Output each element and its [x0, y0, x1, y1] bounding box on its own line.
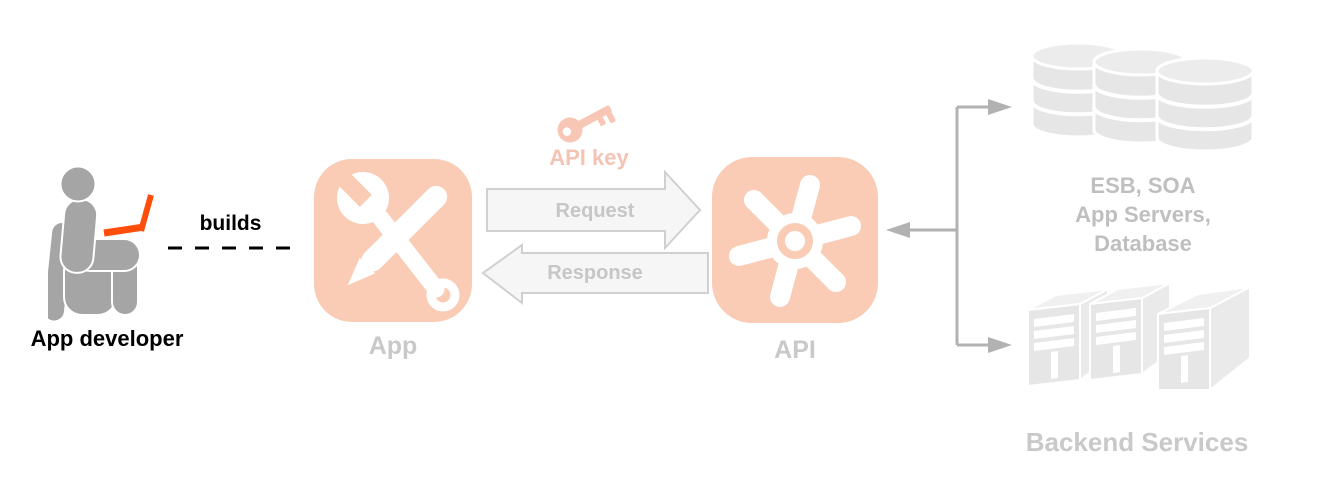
pencil-glyph: [347, 185, 448, 286]
app-developer-label: App developer: [30, 326, 184, 351]
app-icon-card: [314, 159, 472, 322]
arrowhead-to-servers: [988, 337, 1012, 353]
esb-soa-line: ESB, SOA: [1090, 173, 1196, 198]
api-label: API: [774, 336, 816, 364]
key-icon: [557, 105, 616, 143]
key-head: [557, 117, 583, 143]
gear-icon: [728, 174, 862, 308]
key-shaft: [575, 105, 612, 130]
person-head: [59, 165, 97, 203]
api-key-label: API key: [549, 145, 629, 170]
api-icon-card: [712, 157, 878, 323]
response-arrow-label: Response: [547, 262, 643, 284]
gear-hub-ring: [777, 223, 813, 259]
builds-label: builds: [199, 212, 262, 235]
response-arrow: [481, 243, 709, 306]
laptop-screen: [138, 194, 154, 232]
key-hole: [562, 127, 572, 136]
app-label: App: [368, 332, 418, 360]
gear-hub: [767, 213, 823, 269]
wrench-glyph: [331, 166, 460, 312]
server-tower: [1157, 285, 1251, 393]
backend-services-label: Backend Services: [1025, 427, 1249, 457]
esb-soa-line: App Servers,: [1075, 202, 1211, 227]
database-stack-icon: [1030, 41, 1255, 152]
person-torso: [59, 197, 99, 274]
request-arrow: [486, 169, 702, 251]
laptop-base: [103, 223, 145, 237]
esb-soa-label: ESB, SOA App Servers, Database: [1037, 171, 1249, 258]
server-towers-icon: [1027, 282, 1251, 393]
arrowhead-to-api: [886, 222, 910, 238]
key-tooth: [597, 117, 606, 127]
backend-connector: [908, 105, 990, 347]
laptop-icon: [103, 194, 154, 237]
esb-soa-line: Database: [1094, 231, 1192, 256]
request-arrow-label: Request: [555, 200, 635, 222]
arrowhead-to-database: [988, 99, 1012, 115]
person-at-laptop-icon: [48, 165, 154, 323]
database-cylinder: [1155, 56, 1255, 152]
key-tooth: [606, 112, 616, 124]
wrench-and-pencil-icon: [331, 166, 460, 312]
